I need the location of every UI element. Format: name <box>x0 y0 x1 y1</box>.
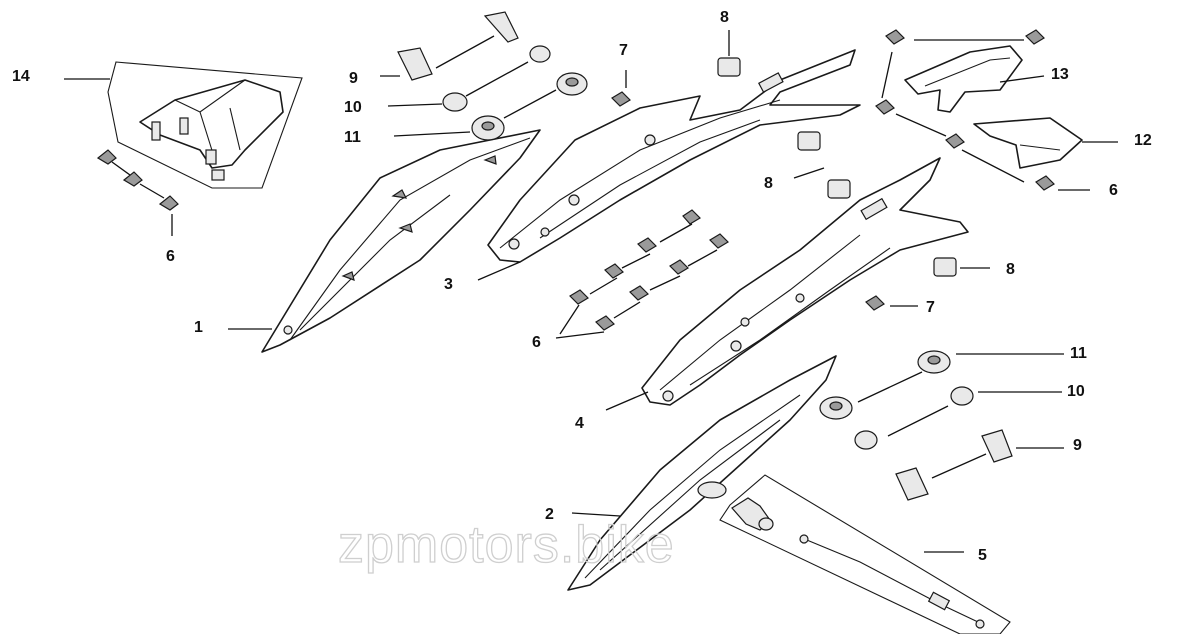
part-8-clips <box>717 30 990 277</box>
callout-6: 6 <box>1109 182 1118 199</box>
watermark-text: zpmotors.bike <box>338 516 675 574</box>
callout-8: 8 <box>1006 261 1015 278</box>
part-5-seat-cable <box>719 474 1011 634</box>
leader-lines <box>64 78 649 517</box>
part-7-screw-top <box>611 70 631 107</box>
callout-11: 11 <box>1070 345 1087 362</box>
part-13-tail-cap <box>875 29 1045 137</box>
callout-1: 1 <box>194 319 203 336</box>
callout-6: 6 <box>532 334 541 351</box>
part-6-screws-center <box>555 209 729 339</box>
callout-13: 13 <box>1051 66 1069 83</box>
callout-7: 7 <box>926 299 935 316</box>
part-14-seat-cowl <box>107 61 303 189</box>
callout-10: 10 <box>344 99 362 116</box>
part-2-right-side-cover <box>567 355 837 591</box>
callout-10: 10 <box>1067 383 1085 400</box>
part-3-rear-tail-frame <box>487 49 861 263</box>
part-1-left-side-cover <box>261 129 541 353</box>
callout-12: 12 <box>1134 132 1152 149</box>
callout-9: 9 <box>1073 437 1082 454</box>
callout-11: 11 <box>344 129 361 146</box>
part-12-bracket <box>945 117 1118 191</box>
callout-4: 4 <box>575 415 584 432</box>
callout-8: 8 <box>764 175 773 192</box>
callout-2: 2 <box>545 506 554 523</box>
hardware-right-grommets <box>819 350 1064 501</box>
callout-3: 3 <box>444 276 453 293</box>
part-4-lower-tail-frame <box>641 157 969 406</box>
callout-5: 5 <box>978 547 987 564</box>
callout-8: 8 <box>720 9 729 26</box>
part-6-screws-left <box>96 149 179 236</box>
callout-7: 7 <box>619 42 628 59</box>
callout-labels: 14 9 10 11 6 1 3 6 7 8 8 13 12 6 8 7 4 1… <box>12 9 1152 564</box>
callout-9: 9 <box>349 70 358 87</box>
callout-6: 6 <box>166 248 175 265</box>
part-7-screw-right <box>865 295 918 311</box>
callout-14: 14 <box>12 68 30 85</box>
hardware-left-grommets <box>380 11 588 141</box>
